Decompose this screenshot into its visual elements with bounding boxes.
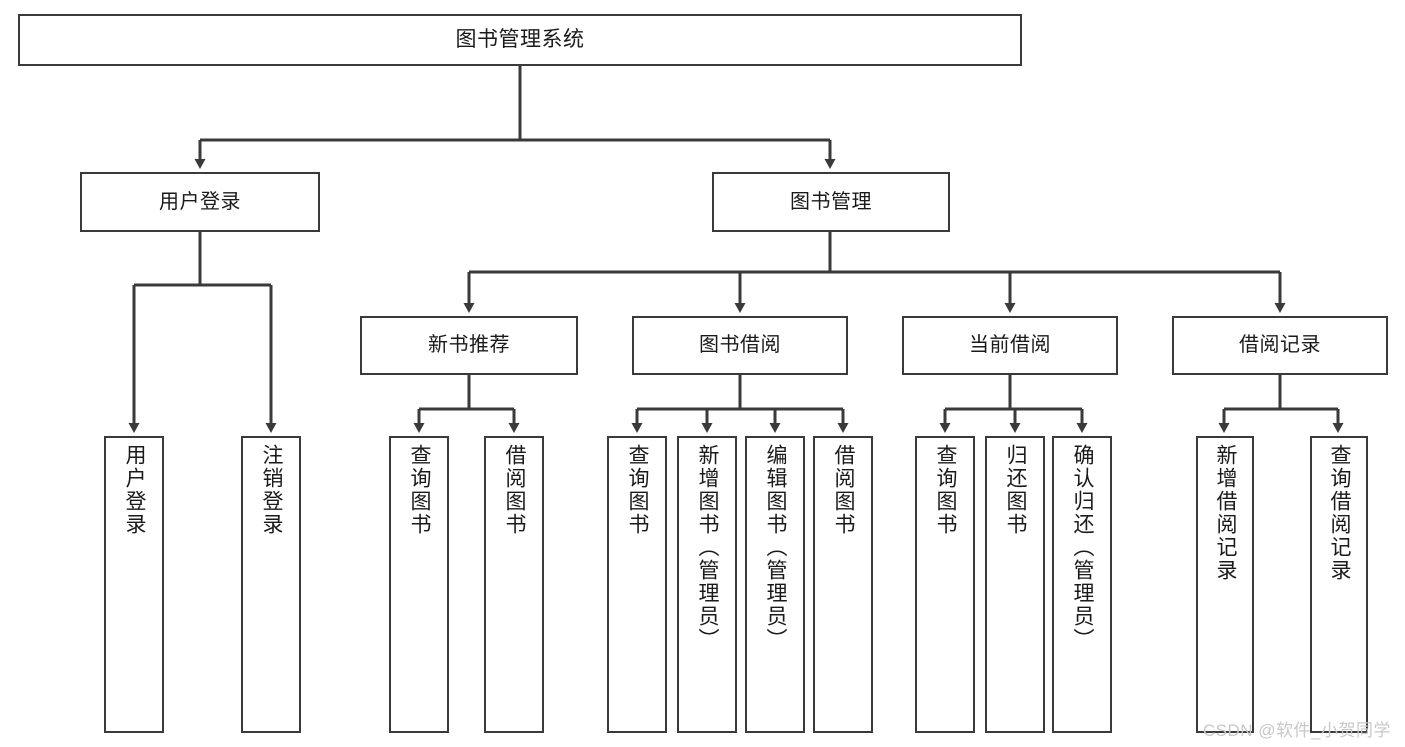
node-label: 新书推荐 <box>428 334 510 356</box>
node-label: 注销登录 <box>260 444 284 536</box>
node-label: 查询图书 <box>934 444 958 536</box>
node-leaf-add-record[interactable]: 新增借阅记录 <box>1196 436 1254 733</box>
node-user-login[interactable]: 用户登录 <box>80 172 320 232</box>
node-label: 图书借阅 <box>699 334 781 356</box>
node-leaf-user-login[interactable]: 用户登录 <box>104 436 164 733</box>
node-leaf-add-book[interactable]: 新增图书（管理员） <box>677 436 737 733</box>
node-leaf-return-book[interactable]: 归还图书 <box>985 436 1045 733</box>
node-label: 借阅记录 <box>1239 334 1321 356</box>
node-leaf-confirm-return[interactable]: 确认归还（管理员） <box>1052 436 1112 733</box>
node-label: 确认归还（管理员） <box>1071 444 1095 651</box>
node-label: 当前借阅 <box>969 334 1051 356</box>
node-label: 查询图书 <box>626 444 650 536</box>
node-new-book-recommend[interactable]: 新书推荐 <box>360 316 578 375</box>
node-label: 图书管理系统 <box>455 27 585 51</box>
node-label: 新增借阅记录 <box>1214 444 1238 582</box>
node-book-borrow[interactable]: 图书借阅 <box>632 316 848 375</box>
node-label: 归还图书 <box>1004 444 1028 536</box>
node-label: 借阅图书 <box>503 444 527 536</box>
node-label: 用户登录 <box>123 444 147 536</box>
node-borrow-record[interactable]: 借阅记录 <box>1172 316 1388 375</box>
node-leaf-query-record[interactable]: 查询借阅记录 <box>1310 436 1368 733</box>
node-current-borrow[interactable]: 当前借阅 <box>902 316 1118 375</box>
node-label: 用户登录 <box>159 190 241 213</box>
node-leaf-query-book-2[interactable]: 查询图书 <box>607 436 667 733</box>
node-leaf-borrow-book-2[interactable]: 借阅图书 <box>813 436 873 733</box>
node-leaf-logout-login[interactable]: 注销登录 <box>241 436 301 733</box>
node-label: 查询图书 <box>408 444 432 536</box>
node-label: 编辑图书（管理员） <box>764 444 788 651</box>
node-label: 图书管理 <box>790 190 872 213</box>
node-book-manage[interactable]: 图书管理 <box>712 172 950 232</box>
node-label: 借阅图书 <box>832 444 856 536</box>
node-leaf-query-book-3[interactable]: 查询图书 <box>915 436 975 733</box>
node-root-system[interactable]: 图书管理系统 <box>18 14 1022 66</box>
node-leaf-borrow-book-1[interactable]: 借阅图书 <box>484 436 544 733</box>
node-label: 查询借阅记录 <box>1328 444 1352 582</box>
node-leaf-edit-book[interactable]: 编辑图书（管理员） <box>745 436 805 733</box>
node-leaf-query-book-1[interactable]: 查询图书 <box>389 436 449 733</box>
node-label: 新增图书（管理员） <box>696 444 720 651</box>
